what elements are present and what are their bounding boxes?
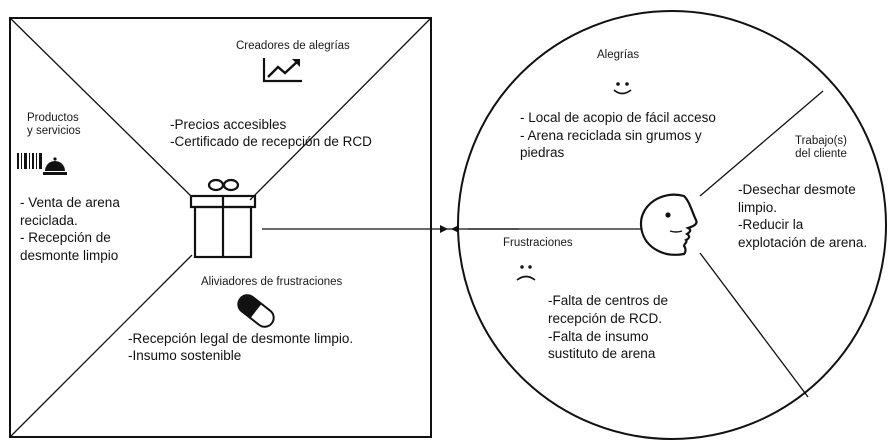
- trending-up-chart-icon: [262, 58, 302, 83]
- list-item: reciclada.: [20, 212, 78, 228]
- trabajos-title: Trabajo(s) del cliente: [795, 135, 847, 161]
- frustraciones-list: -Falta de centros de recepción de RCD. -…: [548, 292, 668, 363]
- face-profile-icon: [639, 193, 698, 256]
- customer-profile-divider-lower: [699, 252, 809, 398]
- sad-face-icon: [516, 265, 536, 281]
- trabajos-list: -Desechar desmote limpio. -Reducir la ex…: [738, 181, 867, 251]
- aliviadores-list: -Recepción legal de desmonte limpio. -In…: [128, 331, 353, 365]
- list-item: -Falta de insumo: [548, 328, 649, 344]
- alegrias-list: - Local de acopio de fácil acceso - Aren…: [520, 109, 716, 162]
- list-item: piedras: [520, 145, 565, 161]
- list-item: -Falta de centros de: [548, 293, 669, 308]
- list-item: -Certificado de recepción de RCD: [170, 133, 372, 149]
- creadores-list: -Precios accesibles -Certificado de rece…: [170, 117, 372, 151]
- value-map-divider-bottom: [9, 254, 193, 438]
- list-item: - Recepción de: [20, 230, 111, 246]
- list-item: - Venta de arena: [20, 195, 120, 210]
- value-map-divider-top: [9, 17, 193, 198]
- list-item: recepción de RCD.: [548, 310, 663, 326]
- barcode-icon: [17, 153, 42, 169]
- list-item: desmonte limpio: [20, 247, 119, 263]
- list-item: -Recepción legal de desmonte limpio.: [128, 331, 354, 346]
- pill-icon: [237, 294, 275, 328]
- productos-list: - Venta de arena reciclada. - Recepción …: [20, 194, 120, 264]
- customer-profile-divider-upper: [699, 90, 824, 197]
- aliviadores-title: Aliviadores de frustraciones: [201, 276, 343, 288]
- list-item: limpio.: [738, 199, 778, 215]
- list-item: sustituto de arena: [548, 346, 656, 362]
- productos-title: Productos y servicios: [27, 112, 81, 138]
- creadores-title: Creadores de alegrías: [236, 40, 350, 52]
- customer-profile-circle: [457, 10, 887, 440]
- arrow-right-icon: [440, 225, 448, 233]
- list-item: -Precios accesibles: [170, 117, 287, 132]
- list-item: -Insumo sostenible: [128, 347, 242, 363]
- alegrias-title: Alegrías: [597, 49, 640, 61]
- frustraciones-title: Frustraciones: [503, 237, 573, 249]
- smiley-face-icon: [613, 82, 632, 95]
- gift-icon: [189, 178, 257, 259]
- list-item: -Desechar desmote: [738, 182, 856, 197]
- list-item: -Reducir la: [738, 217, 804, 233]
- arrow-left-icon: [451, 225, 459, 233]
- service-bell-icon: [43, 157, 67, 175]
- value-map-divider-diagonal: [249, 17, 432, 201]
- value-map-square: [9, 17, 432, 438]
- list-item: - Local de acopio de fácil acceso: [520, 110, 716, 125]
- list-item: - Arena reciclada sin grumos y: [520, 127, 702, 143]
- list-item: explotación de arena.: [738, 234, 868, 250]
